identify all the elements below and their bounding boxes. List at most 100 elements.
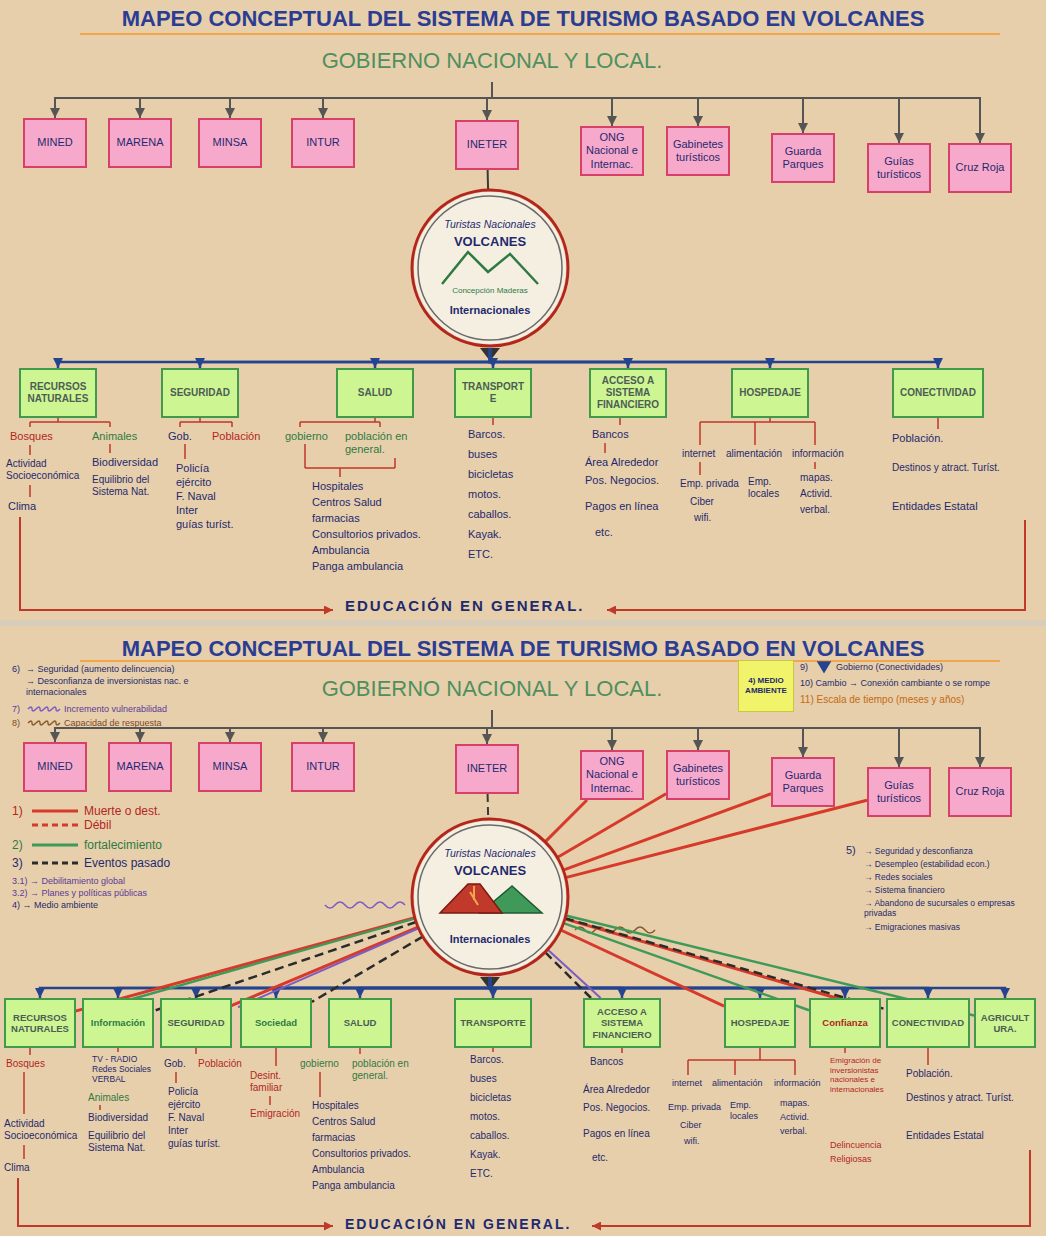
list-item: Consultorios privados. bbox=[312, 1148, 411, 1160]
legend-label: Capacidad de respuesta bbox=[64, 718, 162, 729]
paper-background bbox=[0, 0, 1046, 620]
list-item: Emp. privada bbox=[668, 1102, 721, 1113]
list-item: Destinos y atract. Turíst. bbox=[906, 1092, 1026, 1104]
list-item: alimentación bbox=[712, 1078, 763, 1089]
list-item: Entidades Estatal bbox=[892, 500, 978, 513]
list-item: Biodiversidad bbox=[92, 456, 158, 469]
connector bbox=[490, 348, 938, 368]
list-item: Inter bbox=[168, 1125, 188, 1137]
list-item: wifi. bbox=[684, 1136, 700, 1147]
connector bbox=[276, 977, 490, 998]
node-text: Confianza bbox=[822, 1017, 867, 1028]
list-item: motos. bbox=[470, 1111, 500, 1123]
node-text: Guarda Parques bbox=[776, 769, 830, 795]
list-item: Área Alrededor bbox=[585, 456, 658, 469]
connector bbox=[140, 710, 492, 742]
connector bbox=[492, 710, 698, 750]
node-text: SEGURIDAD bbox=[167, 1017, 224, 1028]
list-item: Pos. Negocios. bbox=[585, 474, 659, 487]
bracket-line bbox=[18, 1178, 333, 1226]
list-item: wifi. bbox=[694, 512, 711, 524]
list-item: Emigración bbox=[250, 1108, 300, 1120]
list-item: población en general. bbox=[352, 1058, 437, 1082]
node-text: ACCESO A SISTEMA FINANCIERO bbox=[594, 375, 662, 411]
legend-sample bbox=[28, 721, 60, 725]
node-text: SEGURIDAD bbox=[170, 387, 230, 399]
wavy-line bbox=[325, 902, 405, 908]
institution-box: Gabinetes turísticos bbox=[666, 750, 730, 800]
node-text: INTUR bbox=[306, 136, 340, 149]
node-text: MARENA bbox=[116, 136, 163, 149]
list-item: Biodiversidad bbox=[88, 1112, 148, 1124]
legend-sample bbox=[32, 824, 78, 827]
list-item: Población bbox=[212, 430, 260, 443]
list-item: Centros Salud bbox=[312, 496, 382, 509]
connector bbox=[140, 82, 492, 118]
connector bbox=[545, 800, 587, 842]
connector bbox=[196, 977, 490, 998]
node-text: INETER bbox=[467, 762, 507, 775]
note-text: → Redes sociales bbox=[864, 872, 933, 882]
system-box: CONECTIVIDAD bbox=[886, 998, 970, 1048]
institution-box: MINED bbox=[23, 118, 87, 168]
list-item: Panga ambulancia bbox=[312, 1180, 395, 1192]
legend-sample bbox=[32, 810, 78, 813]
list-item: Ciber bbox=[690, 496, 714, 508]
list-item: F. Naval bbox=[176, 490, 216, 503]
connector bbox=[492, 710, 980, 767]
list-item: Clima bbox=[8, 500, 36, 513]
list-item: bicicletas bbox=[470, 1092, 511, 1104]
list-item: Kayak. bbox=[470, 1149, 501, 1161]
node-text: TRANSPORTE bbox=[460, 1017, 525, 1028]
node-text: ONG Nacional e Internac. bbox=[585, 755, 639, 795]
list-item: Bosques bbox=[6, 1058, 45, 1070]
connector bbox=[360, 977, 490, 998]
list-item: Delincuencia bbox=[830, 1140, 882, 1151]
node-text: 4) MEDIO AMBIENTE bbox=[742, 676, 790, 695]
circle-outline bbox=[410, 817, 570, 977]
connector bbox=[230, 710, 492, 742]
node-text: Gabinetes turísticos bbox=[671, 762, 725, 788]
node-text: MINED bbox=[37, 760, 72, 773]
institution-box: Gabinetes turísticos bbox=[666, 126, 730, 176]
volcano-circle: Turistas NacionalesVOLCANESInternacional… bbox=[410, 817, 570, 977]
list-item: gobierno bbox=[300, 1058, 339, 1070]
list-item: ejército bbox=[168, 1099, 200, 1111]
institution-box: MINSA bbox=[198, 742, 262, 792]
list-item: Gob. bbox=[168, 430, 192, 443]
connector bbox=[557, 794, 666, 858]
legend-sample bbox=[32, 844, 78, 847]
connector bbox=[492, 82, 980, 143]
node-text: Turistas Nacionales bbox=[410, 218, 570, 231]
list-item: Barcos. bbox=[468, 428, 505, 441]
legend-label: fortalecimiento bbox=[84, 838, 162, 852]
institution-box: Cruz Roja bbox=[948, 767, 1012, 817]
volcano-drawing bbox=[442, 252, 538, 284]
system-box: RECURSOS NATURALES bbox=[19, 368, 97, 418]
list-item: Hospitales bbox=[312, 480, 363, 493]
list-item: etc. bbox=[595, 526, 613, 539]
connector bbox=[200, 348, 490, 368]
list-item: Entidades Estatal bbox=[906, 1130, 984, 1142]
node-text: MINED bbox=[37, 136, 72, 149]
connector bbox=[490, 348, 770, 368]
sticky-note: 4) MEDIO AMBIENTE bbox=[738, 660, 794, 712]
note-text: → Desempleo (estabilidad econ.) bbox=[864, 859, 990, 869]
institution-box: MINSA bbox=[198, 118, 262, 168]
system-box: Sociedad bbox=[240, 998, 312, 1048]
node-text: GOBIERNO NACIONAL Y LOCAL. bbox=[322, 676, 663, 702]
list-item: ETC. bbox=[470, 1168, 493, 1180]
inner-ring bbox=[418, 196, 562, 340]
outer-ring bbox=[412, 819, 568, 975]
list-item: Pos. Negocios. bbox=[583, 1102, 650, 1114]
list-item: Policía bbox=[168, 1086, 198, 1098]
connector bbox=[323, 710, 492, 742]
system-box: CONECTIVIDAD bbox=[892, 368, 984, 418]
node-text: Turistas Nacionales bbox=[410, 847, 570, 860]
connector bbox=[492, 82, 803, 133]
list-item: Desint. familiar bbox=[250, 1070, 300, 1094]
list-item: Religiosas bbox=[830, 1154, 872, 1165]
connector bbox=[487, 170, 489, 190]
list-item: Población. bbox=[906, 1068, 953, 1080]
note-text: → Desconfianza de inversionistas nac. e … bbox=[26, 676, 246, 698]
